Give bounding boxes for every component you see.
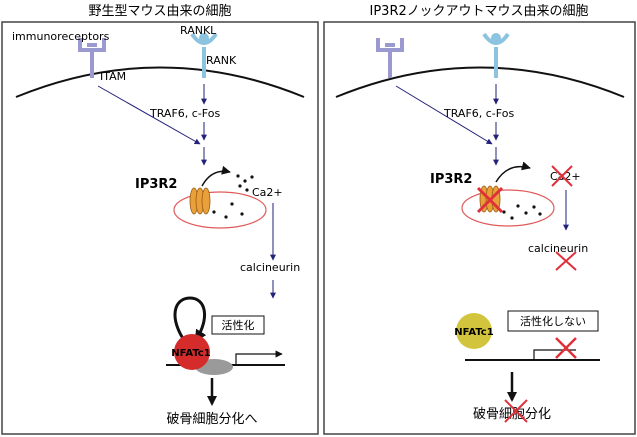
er-compartment <box>461 189 555 227</box>
activation-box <box>211 315 265 335</box>
calcium-label: Ca2+ <box>252 186 283 199</box>
cell-membrane <box>335 66 625 98</box>
nfatc1-label: NFATc1 <box>171 348 210 359</box>
er-compartment <box>173 191 267 229</box>
nfatc1-protein-icon <box>456 313 492 349</box>
osteoclast-differentiation-label: 破骨細胞分化へ <box>166 412 257 427</box>
knockout-title: IP3R2ノックアウトマウス由来の細胞 <box>370 4 589 19</box>
arrow-itam-to-ip3r2 <box>395 85 493 145</box>
ip3r2-knockout-cross-icon <box>476 186 504 214</box>
calcium-cross-icon <box>551 165 573 187</box>
cell-membrane <box>15 66 305 98</box>
calcineurin-label: calcineurin <box>240 261 300 274</box>
wild-type-panel-frame <box>1 21 319 435</box>
wild-type-panel: 野生型マウス由来の細胞 immunoreceptors ITAM RANKL R… <box>1 4 319 435</box>
rankl-ligand-icon <box>199 33 209 43</box>
differentiation-cross-icon <box>504 399 528 423</box>
rankl-label: RANKL <box>180 24 217 37</box>
itam-label: ITAM <box>100 70 126 83</box>
rankl-ligand-icon <box>491 33 501 43</box>
no-activation-box <box>507 310 599 332</box>
immunoreceptor-icon <box>78 38 106 78</box>
transcription-start-arrow <box>533 349 576 360</box>
er-calcium-dots <box>502 204 542 220</box>
immunoreceptors-label: immunoreceptors <box>12 30 110 43</box>
ip3r2-label: IP3R2 <box>135 177 177 192</box>
ip3r2-channel-icon <box>189 187 211 215</box>
rank-label: RANK <box>206 54 237 67</box>
knockout-panel-frame <box>323 21 636 435</box>
calcineurin-label: calcineurin <box>528 242 588 255</box>
nfatc1-protein-icon <box>174 334 210 370</box>
calcium-release-arrow <box>201 165 231 187</box>
transcription-cross-icon <box>555 337 577 359</box>
no-activation-label: 活性化しない <box>520 314 586 328</box>
traf6-cfos-label: TRAF6, c-Fos <box>149 107 220 120</box>
wild-type-title: 野生型マウス由来の細胞 <box>88 4 231 19</box>
nfatc1-label: NFATc1 <box>454 327 493 338</box>
immunoreceptor-icon <box>376 38 404 78</box>
knockout-panel: IP3R2ノックアウトマウス由来の細胞 TRAF6, c-Fos <box>323 4 636 435</box>
nfatc1-autoamplification-arrow <box>173 296 207 344</box>
ip3r2-label: IP3R2 <box>430 172 472 187</box>
er-calcium-dots <box>212 202 244 219</box>
traf6-cfos-label: TRAF6, c-Fos <box>443 107 514 120</box>
activation-label: 活性化 <box>222 318 255 332</box>
calcium-release-arrow <box>495 161 531 183</box>
arrow-itam-to-ip3r2 <box>97 85 201 145</box>
transcription-start-arrow <box>235 350 283 365</box>
released-calcium-dots <box>236 174 254 192</box>
calcineurin-cross-icon <box>555 251 577 271</box>
